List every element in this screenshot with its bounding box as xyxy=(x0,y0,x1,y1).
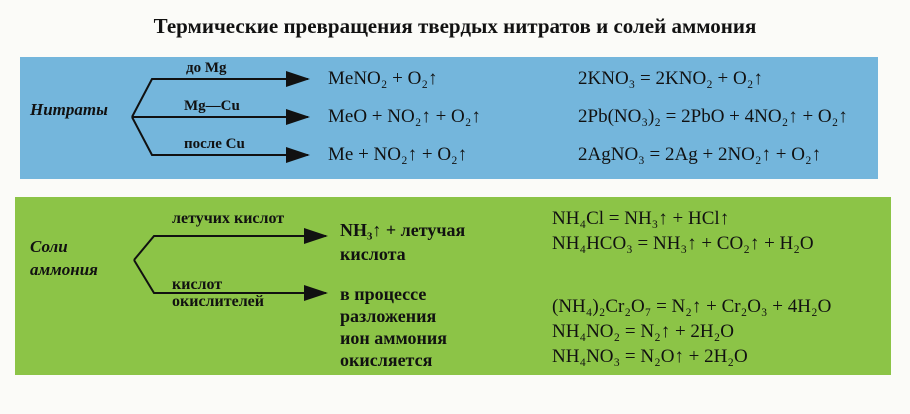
condition-volatile-acids: летучих кислот xyxy=(172,210,285,227)
product-volatile-line1: NH₃↑ + летучая xyxy=(340,220,466,240)
condition-mg-cu: Mg—Cu xyxy=(184,98,240,114)
arrow-oxidizing-acids xyxy=(133,259,328,301)
ammonium-label-line1: Соли xyxy=(30,237,68,256)
product-volatile-line2: кислота xyxy=(340,244,406,264)
arrow-after-cu xyxy=(131,116,310,163)
example-equation: 2KNO₃ = 2KNO₂ + O₂↑ xyxy=(578,68,763,89)
arrow-volatile-acids xyxy=(133,228,328,261)
example-equation: 2AgNO₃ = 2Ag + 2NO₂↑ + O₂↑ xyxy=(578,144,822,165)
example-equation: NH₄Cl = NH₃↑ + HCl↑ xyxy=(552,208,730,229)
arrow-before-mg xyxy=(131,71,310,118)
product-oxidizing-line: ион аммония xyxy=(340,328,448,348)
example-equation: NH₄NO₃ = N₂O↑ + 2H₂O xyxy=(552,346,748,367)
example-equation: NH₄NO₂ = N₂↑ + 2H₂O xyxy=(552,321,734,342)
ammonium-label-line2: аммония xyxy=(30,260,98,279)
product-oxidizing-line: разложения xyxy=(340,306,437,326)
condition-before-mg: до Mg xyxy=(186,60,227,76)
product-after-cu: Me + NO₂↑ + O₂↑ xyxy=(328,144,468,165)
product-mg-cu: MeO + NO₂↑ + O₂↑ xyxy=(328,106,481,127)
product-before-mg: MeNO₂ + O₂↑ xyxy=(328,68,438,89)
example-equation: NH₄HCO₃ = NH₃↑ + CO₂↑ + H₂O xyxy=(552,233,814,254)
condition-oxidizing-acids-line2: окислителей xyxy=(172,293,264,310)
nitrates-label: Нитраты xyxy=(30,100,108,119)
ammonium-salts-panel xyxy=(15,197,891,375)
example-equation: 2Pb(NO₃)₂ = 2PbO + 4NO₂↑ + O₂↑ xyxy=(578,106,848,127)
product-oxidizing-line: окисляется xyxy=(340,350,433,370)
example-equation: (NH₄)₂Cr₂O₇ = N₂↑ + Cr₂O₃ + 4H₂O xyxy=(552,296,832,317)
product-oxidizing-line: в процессе xyxy=(340,284,427,304)
condition-after-cu: после Cu xyxy=(184,136,245,152)
page-title: Термические превращения твердых нитратов… xyxy=(153,14,757,38)
condition-oxidizing-acids-line1: кислот xyxy=(172,276,223,293)
